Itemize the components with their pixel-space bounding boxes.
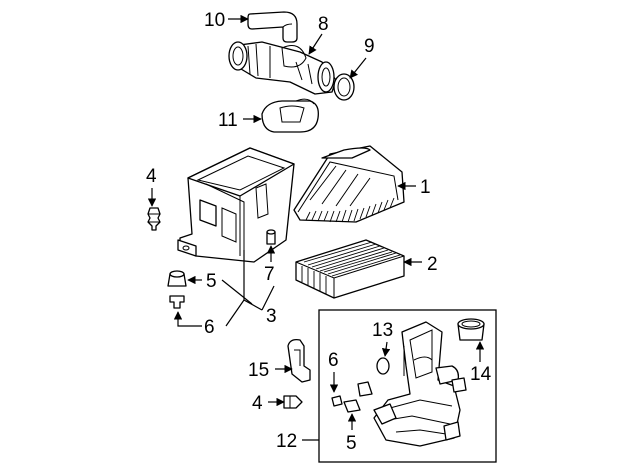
resonator-grommet <box>283 395 303 409</box>
intake-duct <box>261 98 319 133</box>
resonator-bracket <box>287 338 311 383</box>
leader-lines <box>147 14 485 441</box>
callout-15: 15 <box>248 360 269 381</box>
callout-14: 14 <box>470 364 492 385</box>
callout-13: 13 <box>372 320 393 341</box>
callout-5-lower: 5 <box>346 433 357 454</box>
o-ring-seal <box>333 73 355 101</box>
callout-10: 10 <box>204 10 225 31</box>
air-filter-element <box>295 239 405 299</box>
callout-1: 1 <box>420 177 431 198</box>
callout-8: 8 <box>318 14 329 35</box>
resonator-cap <box>457 318 485 341</box>
retaining-clip <box>169 295 185 309</box>
callout-labels: 10 8 9 11 4 1 7 2 5 3 6 13 14 15 6 4 5 1… <box>146 10 492 454</box>
callout-4-lower: 4 <box>252 393 263 414</box>
callout-9: 9 <box>364 36 375 57</box>
intake-tube <box>228 41 337 95</box>
cover-ribs <box>305 197 395 223</box>
air-cleaner-cover <box>293 145 405 223</box>
callout-7: 7 <box>264 264 275 285</box>
resonator-collars <box>331 381 373 413</box>
callout-12: 12 <box>276 431 297 452</box>
mounting-grommet <box>147 207 161 231</box>
callout-6-lower: 6 <box>328 350 339 371</box>
breather-hose <box>247 11 298 43</box>
callout-5-upper: 5 <box>206 271 217 292</box>
mounting-collar <box>167 270 187 287</box>
filter-pleats <box>301 241 401 294</box>
callout-11: 11 <box>218 110 238 131</box>
resonator-assembly-box <box>318 309 497 463</box>
callout-3: 3 <box>266 306 277 327</box>
air-cleaner-lower-case <box>177 147 295 263</box>
mounting-bolt <box>266 229 276 245</box>
callout-2: 2 <box>427 254 438 275</box>
resonator-grommet-13 <box>376 357 390 375</box>
callout-6-upper: 6 <box>204 317 215 338</box>
callout-4-upper: 4 <box>146 166 157 187</box>
resonator-assembly <box>373 321 467 447</box>
